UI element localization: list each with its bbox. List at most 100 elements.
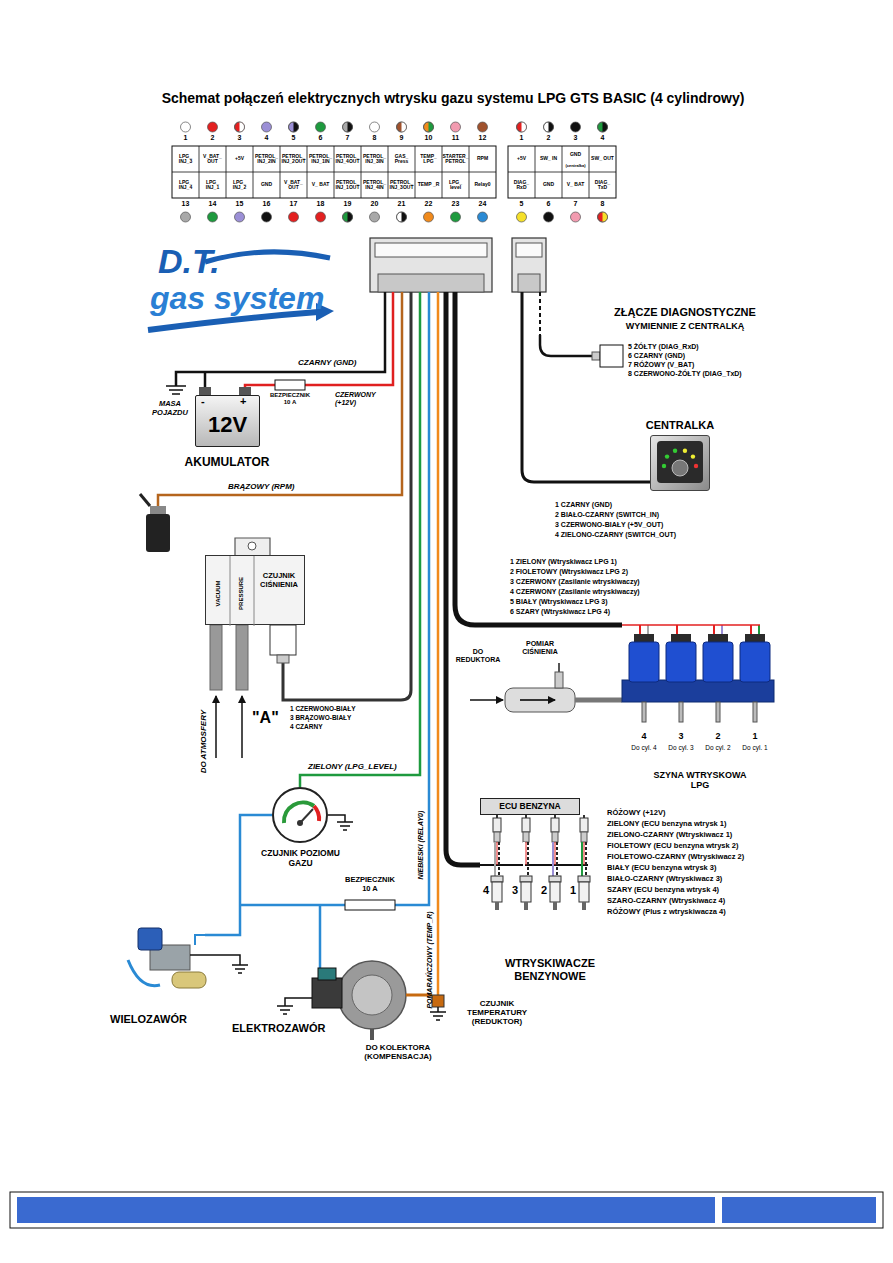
pin-number: 20 (371, 200, 379, 208)
battery-box: 12VAKUMULATOR (195, 395, 260, 447)
wire-legend: SZARO-CZARNY (Wtryskiwacz 4) (607, 897, 725, 906)
wire-legend: 3 BRĄZOWO-BIAŁY (290, 714, 351, 721)
injector-adapter (552, 832, 558, 842)
wire-legend: FIOLETOWY (ECU benzyna wtrysk 2) (607, 842, 738, 851)
pin-name: Relay0 (470, 172, 495, 198)
component-name: CZUJNIK TEMPERATURY (REDUKTOR) (452, 999, 542, 1027)
component-name: CENTRALKA (646, 419, 714, 432)
control-panel: CENTRALKA (650, 435, 710, 491)
ground-symbol (166, 386, 186, 394)
pin-number: 2 (547, 134, 551, 142)
pin-number: 4 (265, 134, 269, 142)
wire-color-dot (208, 212, 218, 222)
wire-color-dot (549, 122, 554, 132)
pin-name: RPM (470, 146, 495, 172)
wire-rpm (158, 292, 402, 506)
gauge-scale (314, 806, 319, 821)
injector-adapter (551, 818, 559, 832)
vacuum-tube (210, 625, 222, 690)
wire-legend: 3 CZERWONO-BIAŁY (+5V_OUT) (555, 521, 663, 529)
pin-name: STARTER_ PETROL (443, 146, 468, 172)
sensor-plug-tail (277, 655, 289, 663)
port-name: VACUUM (215, 580, 222, 606)
wire-color-dot (289, 122, 299, 132)
outlet-label: Do cyl. 2 (705, 744, 731, 751)
terminal-sign: + (240, 395, 246, 408)
panel-graphic (651, 436, 711, 492)
connector-latch (375, 243, 487, 257)
diag-plug (600, 345, 623, 367)
pin-number: 10 (425, 134, 433, 142)
pin-number: 21 (398, 200, 406, 208)
wire-color-dot (181, 122, 191, 132)
connector-back (378, 274, 484, 292)
table-rule (469, 146, 470, 198)
wire-label: BRĄZOWY (RPM) (228, 482, 295, 491)
wire-label: CZARNY (GND) (298, 358, 357, 367)
wire-legend: RÓŻOWY (Plus z wtryskiwacza 4) (607, 908, 726, 917)
wire-color-dot (262, 122, 272, 132)
petrol-injector (578, 876, 590, 882)
pin-number: 22 (425, 200, 433, 208)
petrol-injector-nozzle (582, 902, 586, 910)
battery-voltage: 12V (196, 396, 259, 437)
callout-number: 1 (570, 884, 576, 897)
injector-adapter (581, 832, 587, 842)
pin-name: LPG_ INJ_3 (173, 146, 198, 172)
injector-adapter (493, 818, 501, 832)
wire-color-dot (598, 212, 608, 222)
wire-color-dot (424, 122, 434, 132)
coil-lead (140, 494, 150, 506)
component-name: CZUJNIK POZIOMU GAZU (261, 849, 341, 869)
pin-name: LPG_ INJ_1 (200, 172, 225, 198)
wire-legend: FIOLETOWO-CZARNY (Wtryskiwacz 2) (607, 853, 744, 862)
level-float (172, 972, 206, 988)
callout-number: 2 (715, 731, 720, 741)
pin-table (508, 146, 616, 198)
wire-pressure (283, 292, 411, 700)
injector-adapter (523, 832, 529, 842)
injector-wire (494, 842, 496, 878)
pin-name: PETROL_ INJ_2IN (254, 146, 279, 172)
wire-color-dot (235, 122, 245, 132)
wire-color-dot (397, 122, 407, 132)
panel-led (665, 454, 669, 458)
pressure-tap (555, 672, 563, 688)
wire-color-dot (316, 122, 326, 132)
injector-wire (585, 842, 587, 878)
wire-label: POMARAŃCZOWY (TEMP_R) (426, 911, 434, 1008)
pin-number: 13 (182, 200, 190, 208)
pin-number: 7 (346, 134, 350, 142)
component-name: CZUJNIK CIŚNIENIA (256, 572, 302, 589)
flow-arrow (520, 699, 555, 701)
outlet-label: Do cyl. 4 (631, 744, 657, 751)
table-rule (388, 146, 389, 198)
callout-number: 3 (678, 731, 683, 741)
pin-number: 8 (373, 134, 377, 142)
wire-color-dot (517, 122, 527, 132)
wire-color-dot (397, 122, 407, 132)
diagram-title: Schemat połączeń elektrycznych wtrysku g… (162, 90, 745, 106)
wire-color-dot (343, 122, 353, 132)
panel-face (657, 441, 703, 483)
lpg-injector-harness (455, 292, 622, 625)
arrow (470, 699, 503, 701)
gas-pipe (575, 698, 622, 703)
gas-filter (505, 688, 575, 712)
pin-name: GND (536, 172, 561, 198)
table-rule (253, 146, 254, 198)
pin-number: 17 (290, 200, 298, 208)
section-title: ZŁĄCZE DIAGNOSTYCZNE (614, 306, 756, 319)
battery-terminal (199, 387, 211, 395)
injector-wire (555, 842, 556, 865)
injector-wire (556, 842, 558, 878)
pipe (370, 1029, 374, 1040)
wire-color-dot (343, 122, 353, 132)
pin-name: LPG_ INJ_2 (227, 172, 252, 198)
wire-color-dot (208, 122, 218, 132)
wire-legend: 5 ŻÓŁTY (DIAG_RxD) (628, 343, 699, 351)
pipe-label: POMIAR CIŚNIENIA (516, 640, 564, 656)
wire-color-dot (240, 122, 245, 132)
injector-plug (745, 634, 765, 642)
